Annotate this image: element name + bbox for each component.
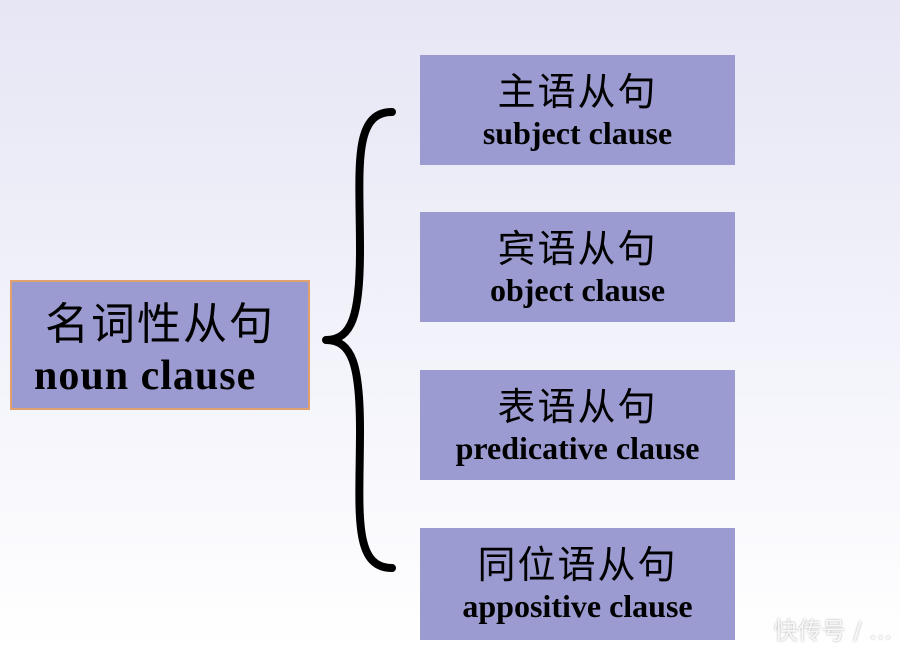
- leaf-label-english: appositive clause: [462, 588, 693, 624]
- leaf-node-predicative-clause: 表语从句 predicative clause: [420, 370, 735, 480]
- root-label-chinese: 名词性从句: [45, 299, 275, 350]
- leaf-label-english: predicative clause: [455, 430, 700, 466]
- leaf-label-chinese: 宾语从句: [497, 227, 658, 271]
- leaf-label-chinese: 表语从句: [497, 385, 658, 429]
- leaf-label-english: subject clause: [482, 115, 673, 151]
- curly-brace-path: [322, 108, 396, 572]
- leaf-label-chinese: 主语从句: [497, 70, 658, 114]
- leaf-node-appositive-clause: 同位语从句 appositive clause: [420, 528, 735, 640]
- leaf-node-object-clause: 宾语从句 object clause: [420, 212, 735, 322]
- root-label-english: noun clause: [34, 353, 257, 399]
- root-node-noun-clause: 名词性从句 noun clause: [10, 280, 310, 410]
- leaf-label-chinese: 同位语从句: [477, 543, 678, 587]
- leaf-node-subject-clause: 主语从句 subject clause: [420, 55, 735, 165]
- watermark-text: 快传号 / ...: [773, 617, 892, 645]
- leaf-label-english: object clause: [489, 272, 666, 308]
